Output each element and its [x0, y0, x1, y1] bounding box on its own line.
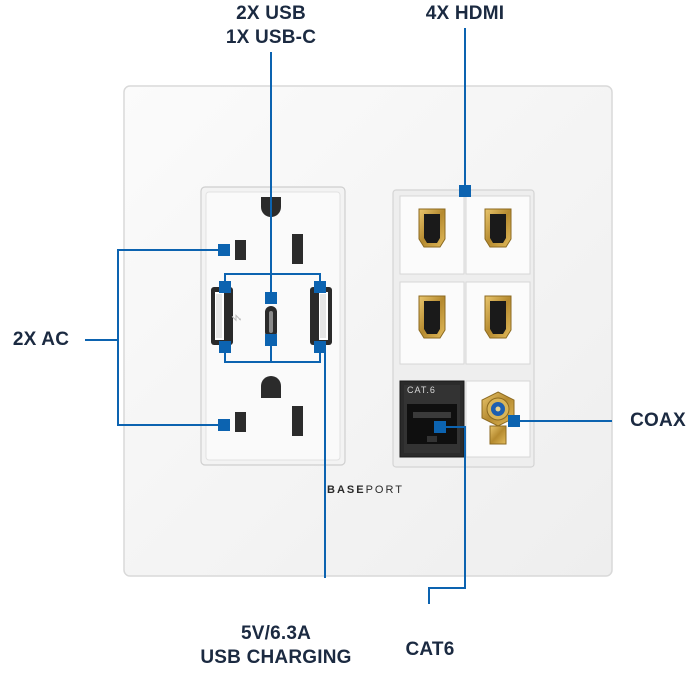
- wall-plate: [123, 85, 613, 577]
- bottom-ground-hole: [261, 376, 281, 398]
- hdmi-callout-label: 4X HDMI: [425, 3, 505, 24]
- top-outlet-neutral-slot: [235, 240, 246, 260]
- coax-keystone: [465, 380, 531, 458]
- coax-callout-label: COAX: [630, 410, 686, 431]
- usb-label-line1: 2X USB: [236, 3, 306, 24]
- charging-label-line1: 5V/6.3A: [240, 623, 312, 644]
- hdmi-keystone-1: [399, 195, 465, 275]
- cat6-keystone: [399, 380, 465, 458]
- usb-symbol-left: ⭍: [231, 314, 243, 322]
- brand-logo: BASEPORT: [327, 484, 404, 496]
- bottom-outlet-neutral-slot: [235, 412, 246, 432]
- hdmi-keystone-3: [399, 281, 465, 365]
- ac-callout-label: 2X AC: [12, 329, 70, 350]
- bottom-outlet-hot-slot: [292, 406, 303, 436]
- cat6-callout-label: CAT6: [405, 639, 455, 660]
- hdmi-keystone-2: [465, 195, 531, 275]
- top-outlet-hot-slot: [292, 234, 303, 264]
- callout-markers: [218, 185, 520, 433]
- cat6-jack-label: CAT.6: [407, 385, 436, 395]
- usb-callout-label: 2X USB 1X USB-C: [215, 2, 327, 50]
- hdmi-keystone-4: [465, 281, 531, 365]
- usb-label-line2: 1X USB-C: [225, 27, 317, 48]
- charging-label-line2: USB CHARGING: [200, 647, 352, 668]
- charging-callout-label: 5V/6.3A USB CHARGING: [188, 622, 364, 670]
